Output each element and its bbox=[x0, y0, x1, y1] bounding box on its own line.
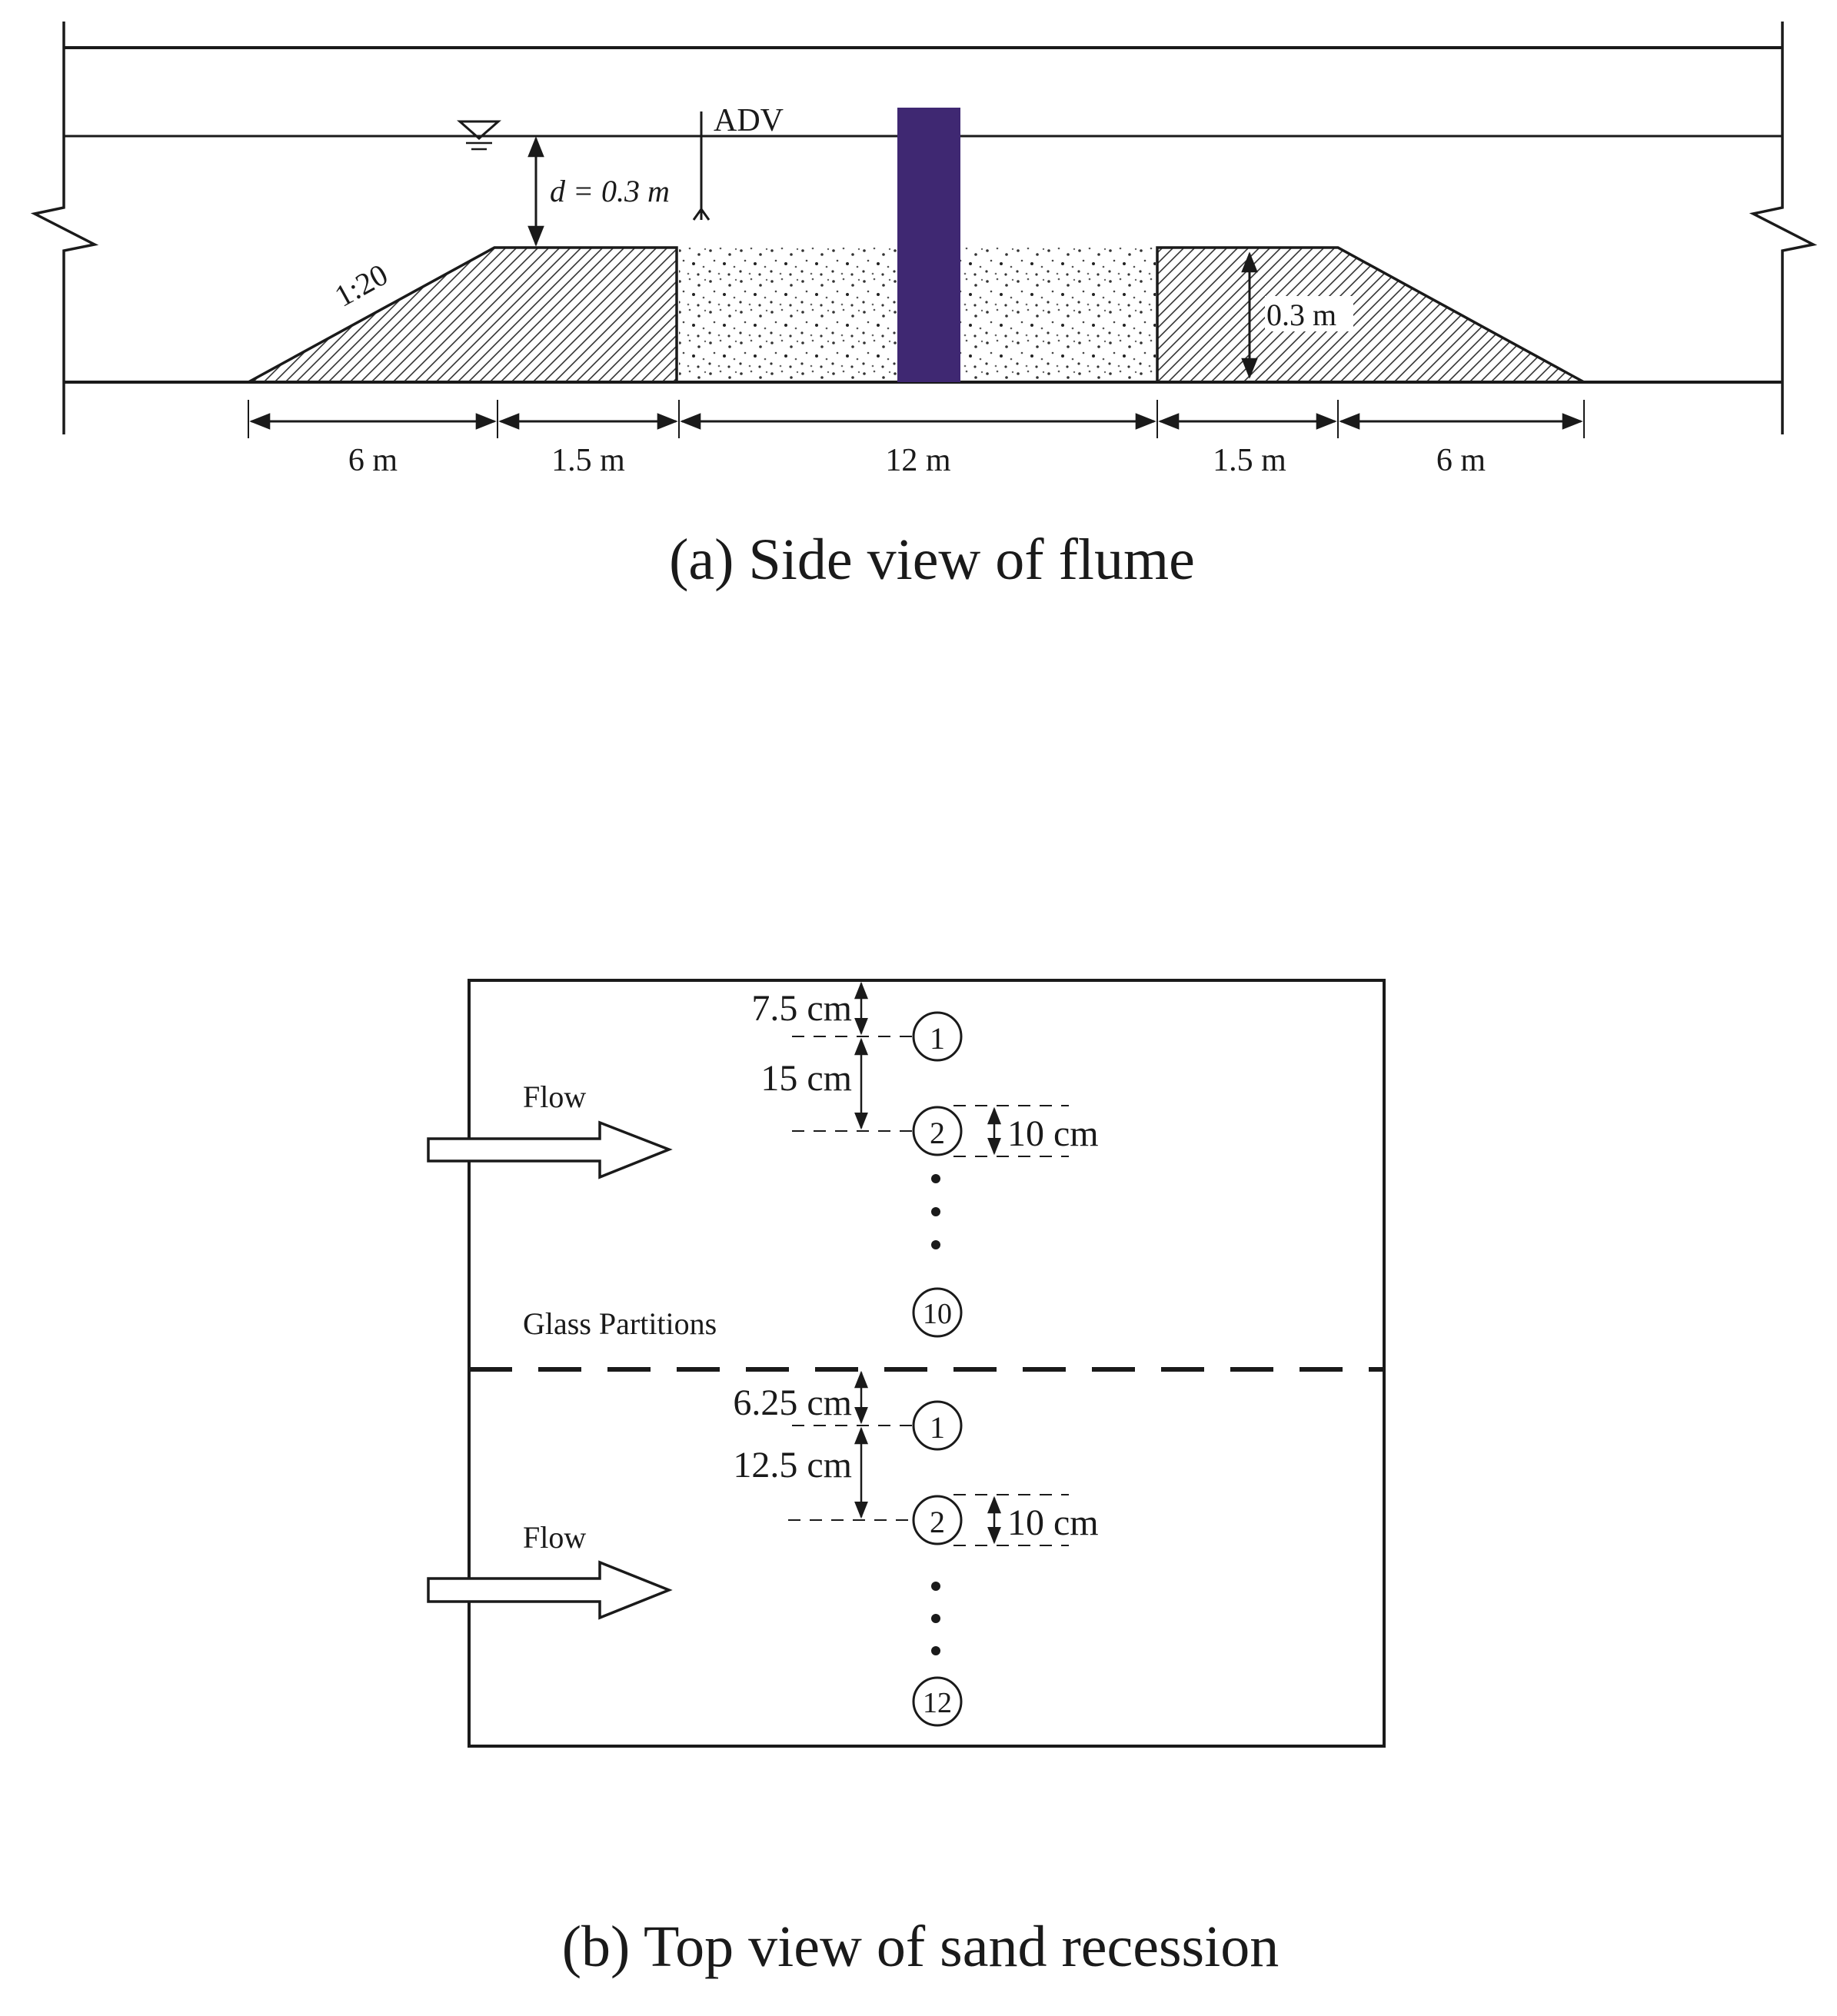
spacing-label: 15 cm bbox=[760, 1058, 852, 1099]
dim-label: 12 m bbox=[885, 443, 951, 478]
depth-label: d = 0.3 m bbox=[550, 174, 670, 208]
length-dimension-chain: 6 m 1.5 m 12 m 1.5 m 6 m bbox=[248, 400, 1585, 478]
adv-label: ADV bbox=[714, 103, 784, 138]
adv-probe-tip bbox=[692, 207, 711, 221]
ellipsis-dot bbox=[931, 1582, 940, 1591]
marker-2: 2 bbox=[912, 1495, 963, 1545]
upstream-ramp bbox=[248, 246, 678, 384]
height-label-backdrop bbox=[1265, 296, 1353, 331]
dim-label: 6 m bbox=[1436, 443, 1486, 478]
marker-number: 2 bbox=[930, 1505, 945, 1539]
offset-label: 6.25 cm bbox=[733, 1382, 852, 1423]
marker-number: 1 bbox=[930, 1410, 945, 1445]
height-label: 0.3 m bbox=[1266, 298, 1336, 332]
right-break-mark bbox=[1749, 22, 1818, 434]
ellipsis-dot bbox=[931, 1174, 940, 1183]
pier bbox=[897, 108, 960, 382]
ellipsis-dot bbox=[931, 1207, 940, 1216]
caption-side-view: (a) Side view of flume bbox=[669, 527, 1195, 592]
marker-number: 1 bbox=[930, 1021, 945, 1056]
water-level-icon bbox=[457, 120, 501, 151]
downstream-ramp bbox=[1156, 246, 1585, 384]
side-view: d = 0.3 m ADV 1:20 0.3 m 6 m 1.5 m 12 m bbox=[30, 22, 1818, 592]
marker-1: 1 bbox=[912, 1400, 963, 1451]
ellipsis-dot bbox=[931, 1614, 940, 1623]
width-label: 10 cm bbox=[1007, 1113, 1099, 1154]
flow-label: Flow bbox=[523, 1520, 586, 1555]
marker-last: 10 bbox=[912, 1287, 963, 1338]
slope-label: 1:20 bbox=[329, 257, 394, 314]
glass-partition-label: Glass Partitions bbox=[523, 1306, 717, 1341]
lower-section: Flow 6.25 cm 12.5 cm 1 2 10 cm bbox=[427, 1370, 1099, 1727]
offset-label: 7.5 cm bbox=[751, 988, 852, 1029]
top-view: Glass Partitions Flow 7.5 cm 15 cm 1 2 1… bbox=[427, 979, 1386, 1979]
marker-number: 2 bbox=[930, 1116, 945, 1150]
flow-arrow-icon bbox=[427, 1560, 673, 1620]
ellipsis-dot bbox=[931, 1646, 940, 1655]
marker-1: 1 bbox=[912, 1011, 963, 1062]
marker-number: 10 bbox=[923, 1298, 952, 1330]
sand-recession-outline bbox=[468, 979, 1386, 1748]
dim-label: 1.5 m bbox=[1213, 443, 1286, 478]
left-break-mark bbox=[30, 22, 99, 434]
spacing-label: 12.5 cm bbox=[733, 1445, 852, 1485]
marker-number: 12 bbox=[923, 1687, 952, 1719]
flow-label: Flow bbox=[523, 1080, 586, 1114]
caption-top-view: (b) Top view of sand recession bbox=[562, 1915, 1279, 1979]
ellipsis-dot bbox=[931, 1240, 940, 1249]
flow-arrow-icon bbox=[427, 1120, 673, 1179]
upper-section: Flow 7.5 cm 15 cm 1 2 10 cm bbox=[427, 981, 1099, 1338]
dim-label: 1.5 m bbox=[551, 443, 625, 478]
marker-last: 12 bbox=[912, 1676, 963, 1727]
width-label: 10 cm bbox=[1007, 1502, 1099, 1543]
marker-2: 2 bbox=[912, 1106, 963, 1156]
dim-label: 6 m bbox=[348, 443, 398, 478]
